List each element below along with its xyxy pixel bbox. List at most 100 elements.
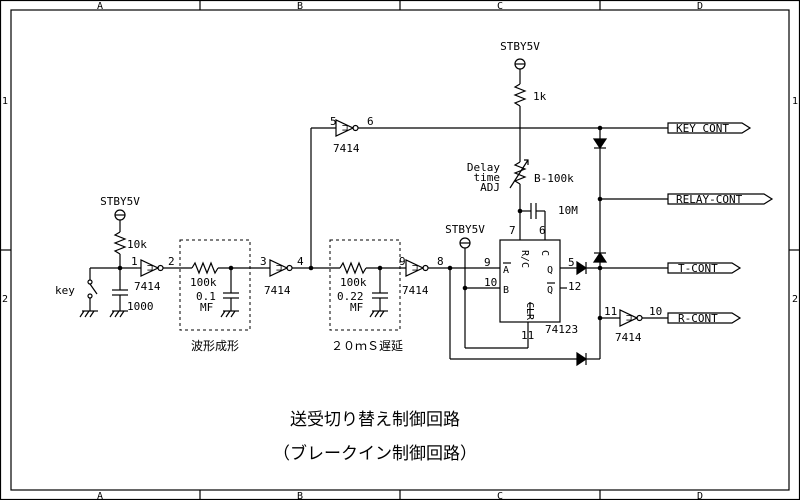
col-label-top-b: B: [297, 1, 303, 12]
row-label-right-1: 1: [792, 96, 798, 107]
pin-label: 10: [484, 276, 497, 289]
resistor-100k-b: [339, 261, 367, 275]
ic-label-u5: 7414: [615, 331, 642, 344]
power-label-2: STBY5V: [500, 40, 540, 53]
schmitt-icon: ⊐: [412, 263, 418, 274]
col-label-bottom-c: C: [497, 491, 503, 500]
connector-relay-cont: [667, 193, 774, 205]
row-label-left-2: 2: [2, 294, 8, 305]
connector-relay-cont-label: RELAY-CONT: [676, 193, 743, 206]
pin-label: 1: [131, 255, 138, 268]
resistor-10k: [113, 231, 127, 255]
schmitt-icon: ⊐: [342, 123, 348, 134]
capacitor-0.1-unit: MF: [200, 301, 213, 314]
ic-label-u1: 7414: [134, 280, 161, 293]
ic-label-u4: 7414: [402, 284, 429, 297]
schmitt-icon: ⊐: [626, 313, 632, 324]
diagram-title: 送受切り替え制御回路: [290, 410, 460, 430]
capacitor-0.1-label: 0.1: [196, 290, 216, 303]
col-label-top-a: A: [97, 1, 103, 12]
pin-label: 4: [297, 255, 304, 268]
pin-label: 6: [539, 224, 546, 237]
delay-label-3: ADJ: [480, 181, 500, 194]
col-label-bottom-a: A: [97, 491, 103, 500]
capacitor-0.22-unit: MF: [350, 301, 363, 314]
connector-r-cont-label: R-CONT: [678, 312, 718, 325]
delay-label-1: Delay: [467, 161, 500, 174]
delay-label-2: time: [474, 171, 501, 184]
waveform-shaping-caption: 波形成形: [191, 339, 239, 353]
pin-label: 3: [260, 255, 267, 268]
connector-key-cont-label: KEY CONT: [676, 122, 729, 135]
power-label-3: STBY5V: [445, 223, 485, 236]
col-label-top-d: D: [697, 1, 703, 12]
capacitor-10m-label: 10M: [558, 204, 578, 217]
diagram-subtitle: （ブレークイン制御回路）: [273, 443, 477, 464]
mm-pin-q: Q: [547, 265, 553, 276]
waveform-shaping-section: 100k 0.1 MF 波形成形: [179, 239, 263, 353]
pin-label: 10: [649, 305, 662, 318]
monostable-74123: STBY5V 9 10 A B Q Q R/C C CLR 7 6 11 5 1…: [445, 203, 581, 349]
pin-label: 8: [437, 255, 444, 268]
inverter-u5: ⊐ 11 10 7414: [604, 305, 668, 344]
diode-icon: [592, 138, 608, 150]
col-label-bottom-b: B: [297, 491, 303, 500]
connector-key-cont: [667, 122, 752, 134]
mm-pin-b: B: [503, 285, 509, 296]
col-label-bottom-d: D: [697, 491, 703, 500]
resistor-100k-a: [191, 261, 219, 275]
power-label-1: STBY5V: [100, 195, 140, 208]
row-label-left-1: 1: [2, 96, 8, 107]
key-input-section: STBY5V 10k key 1000: [55, 195, 154, 318]
inverter-u3: ⊐ 5 6 7414: [330, 115, 668, 155]
delay-section: 100k 0.22 MF ２０ｍＳ遅延: [329, 239, 406, 353]
output-bus: [576, 128, 668, 367]
inverter-u1: ⊐ 1 2 7414: [131, 255, 192, 293]
capacitor-1000-label: 1000: [127, 300, 154, 313]
schmitt-icon: ⊐: [147, 263, 153, 274]
col-label-top-c: C: [497, 1, 503, 12]
pin-label: 5: [568, 256, 575, 269]
diode-icon: [576, 351, 588, 367]
pin-label: 11: [604, 305, 617, 318]
delay-caption: ２０ｍＳ遅延: [331, 339, 403, 353]
resistor-1k-label: 1k: [533, 90, 547, 103]
connector-r-cont: [667, 312, 742, 324]
pin-label: 5: [330, 115, 337, 128]
ic-label-u2: 7414: [264, 284, 291, 297]
schmitt-icon: ⊐: [276, 263, 282, 274]
resistor-10k-label: 10k: [127, 238, 147, 251]
mm-pin-c: C: [539, 250, 550, 256]
timing-resistor-chain: STBY5V 1k B-100k Delay time ADJ: [467, 40, 574, 211]
output-connectors: KEY CONT RELAY-CONT T-CONT R-CONT: [667, 122, 774, 325]
capacitor-0.22-label: 0.22: [337, 290, 364, 303]
connector-t-cont-label: T-CONT: [678, 262, 718, 275]
resistor-100k-b-label: 100k: [340, 276, 367, 289]
resistor-100k-a-label: 100k: [190, 276, 217, 289]
key-switch: [89, 283, 98, 295]
inverter-u4: ⊐ 9 8 7414: [399, 255, 577, 360]
waveform-shaping-box: [179, 239, 251, 331]
pin-label: 7: [509, 224, 516, 237]
mm-pin-a: A: [503, 265, 509, 276]
mm-pin-qn: Q: [547, 285, 553, 296]
diode-icon: [576, 260, 588, 276]
resistor-1k: [513, 83, 527, 107]
vr-value-label: B-100k: [534, 172, 574, 185]
row-label-right-2: 2: [792, 294, 798, 305]
pin-label: 9: [484, 256, 491, 269]
delay-box: [329, 239, 401, 331]
ic-label-74123: 74123: [545, 323, 578, 336]
inverter-u2: ⊐ 3 4 7414: [260, 127, 340, 297]
key-label: key: [55, 284, 75, 297]
pin-label: 11: [521, 329, 534, 342]
pin-label: 6: [367, 115, 374, 128]
mm-pin-rc: R/C: [519, 250, 530, 268]
connector-t-cont: [667, 262, 742, 274]
ic-label-u3: 7414: [333, 142, 360, 155]
pin-label: 9: [399, 255, 406, 268]
pin-label: 2: [168, 255, 175, 268]
ic-74123-body: [499, 239, 561, 323]
pin-label: 12: [568, 280, 581, 293]
